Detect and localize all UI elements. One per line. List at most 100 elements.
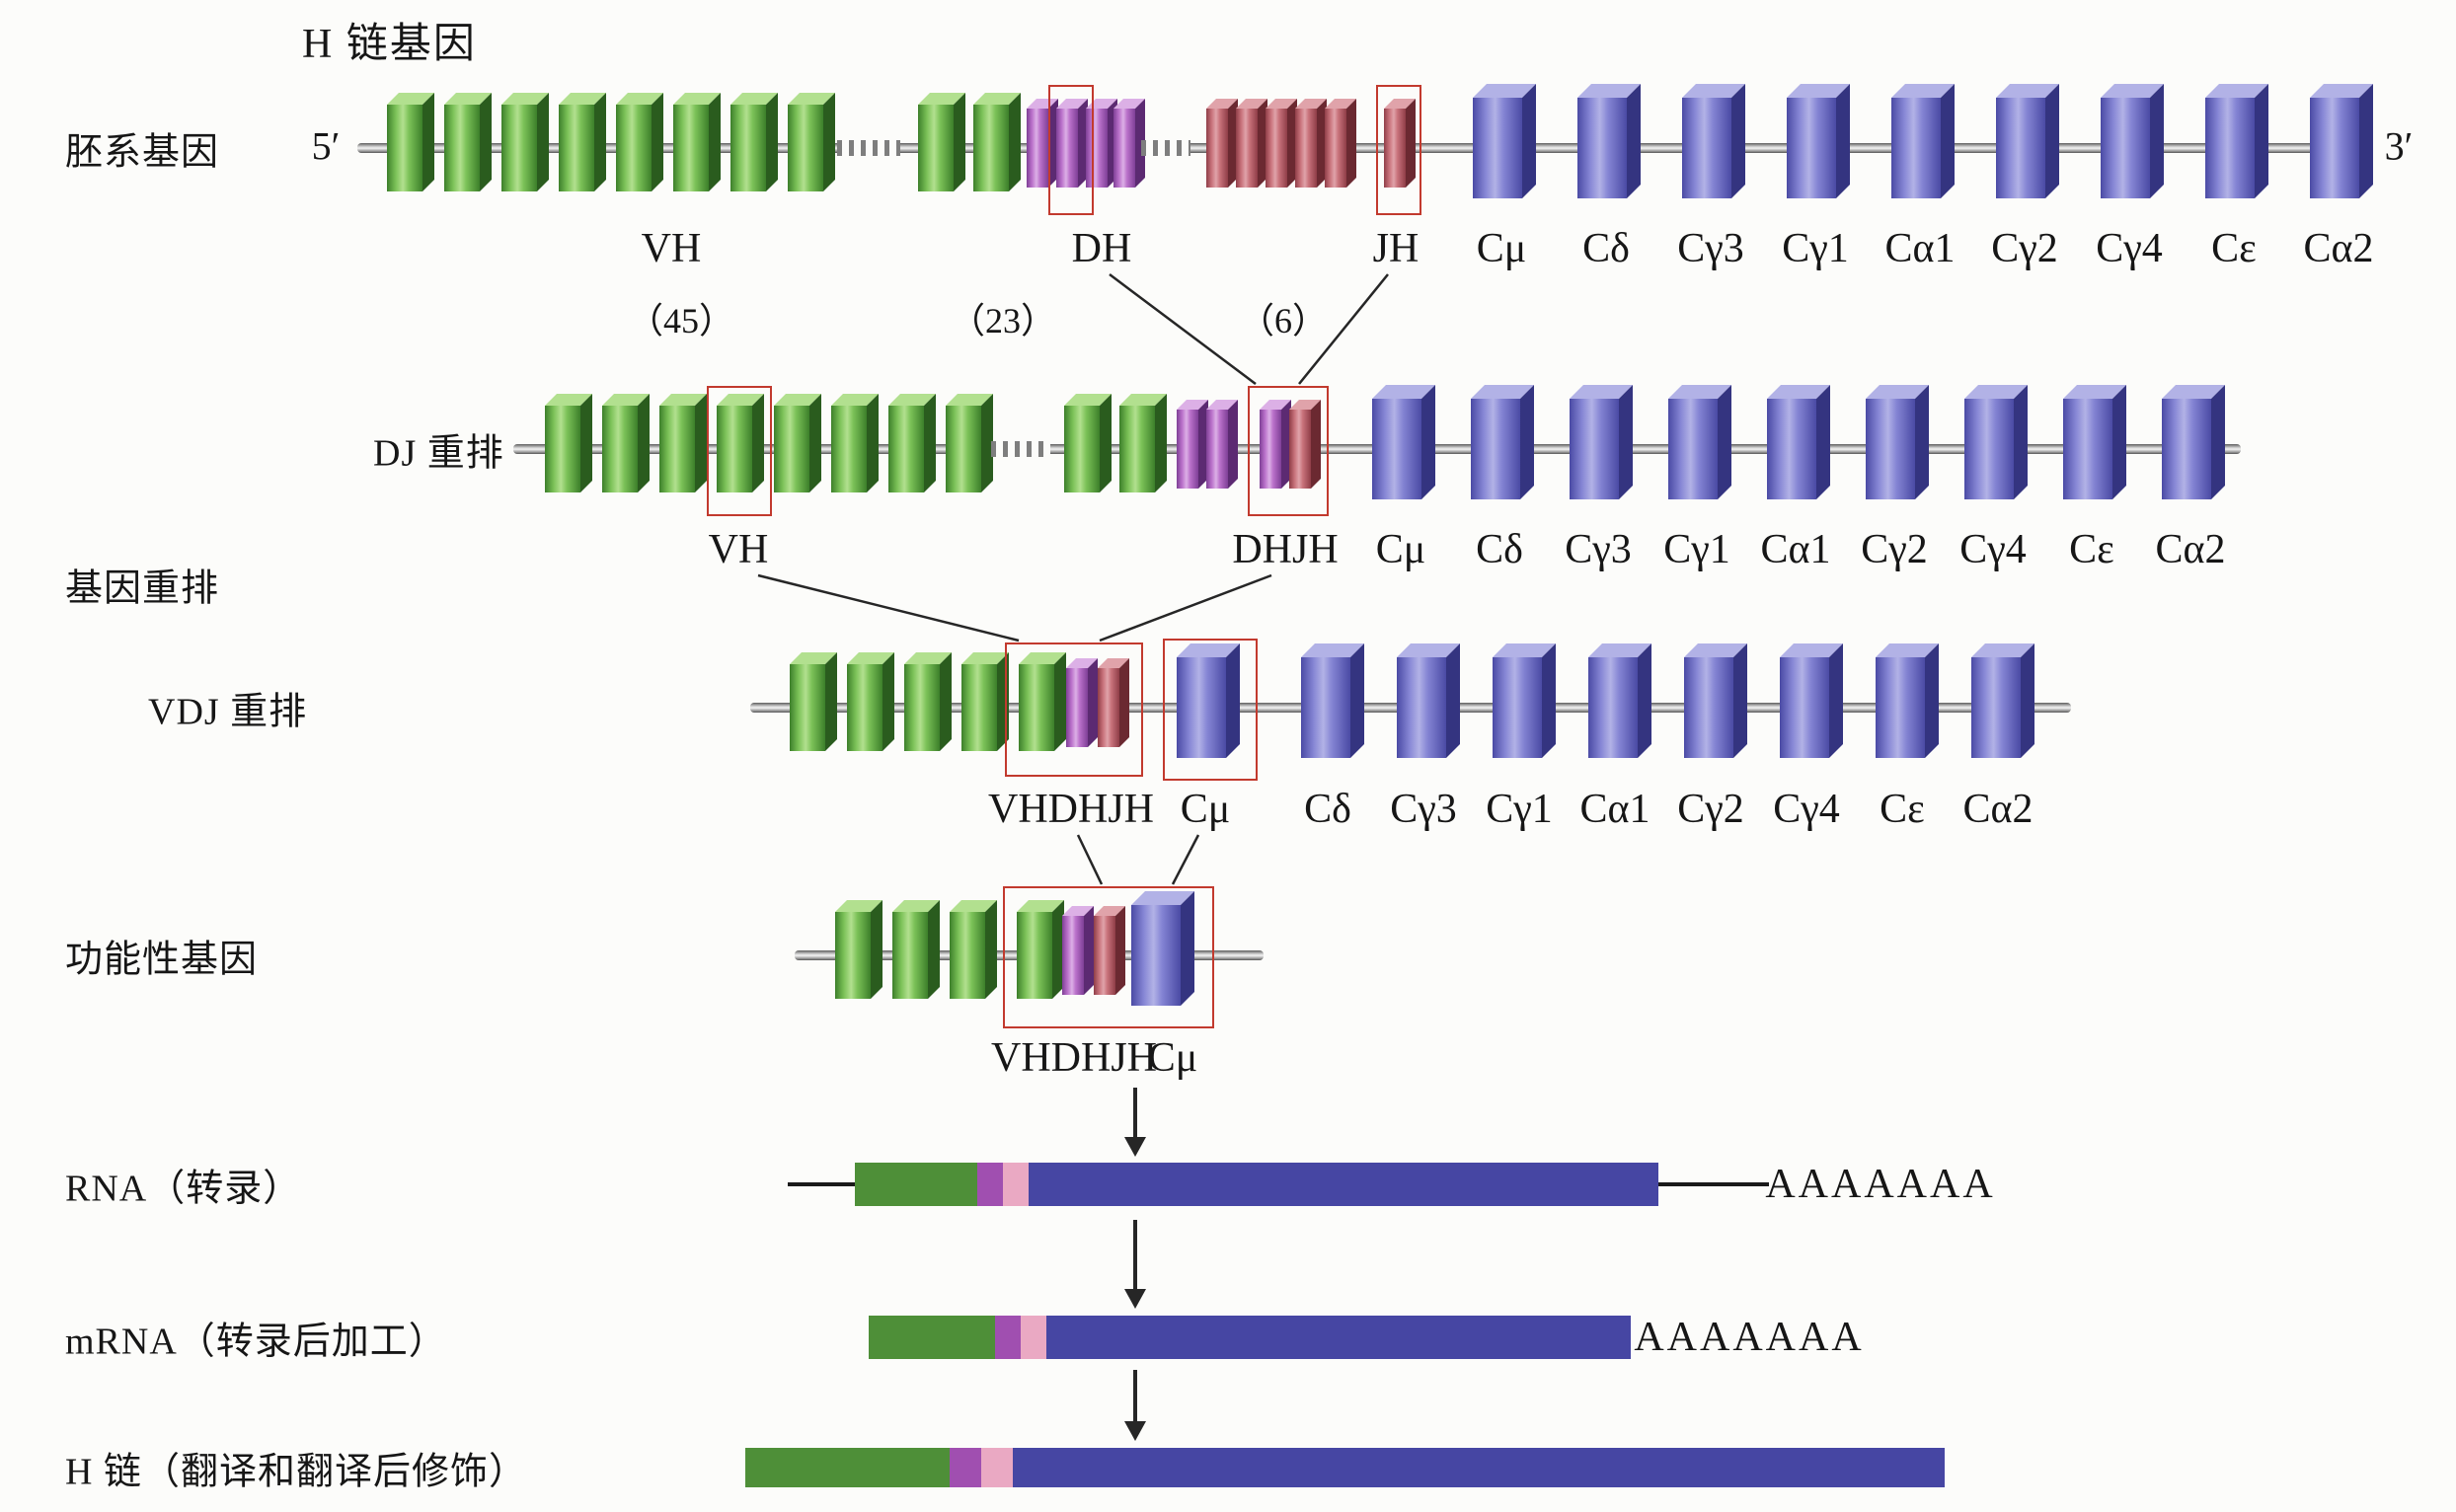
blue-gene-segment [2205, 84, 2268, 198]
segment-side-face [867, 394, 879, 492]
segment-top-face [888, 394, 936, 406]
segment-side-face [652, 93, 663, 191]
segment-front-face [1019, 664, 1054, 751]
segment-side-face [1198, 400, 1208, 489]
segment-label: Cγ3 [1677, 226, 1744, 271]
segment-side-face [1627, 84, 1641, 198]
segment-side-face [1733, 643, 1747, 758]
blue-gene-segment [2101, 84, 2164, 198]
segment-side-face [1009, 93, 1021, 191]
segment-top-face [950, 900, 997, 912]
segment-side-face [1346, 99, 1356, 188]
segment-front-face [501, 105, 537, 191]
segment-front-face [717, 406, 752, 492]
green-gene-segment [602, 394, 650, 492]
rod-break-dashes [1141, 140, 1190, 156]
segment-top-face [1996, 84, 2059, 98]
segment-side-face [766, 93, 778, 191]
bar-segment-purple [977, 1163, 1003, 1206]
segment-side-face [981, 394, 993, 492]
segment-front-face [1301, 657, 1350, 758]
green-gene-segment [545, 394, 592, 492]
segment-count: （23） [949, 301, 1057, 340]
maroon-gene-segment [1384, 99, 1416, 188]
segment-label: Cδ [1476, 527, 1523, 572]
blue-gene-segment [1493, 643, 1556, 758]
maroon-gene-segment [1098, 658, 1129, 747]
segment-front-face [892, 912, 928, 999]
polyA-tail-text: AAAAAAA [1634, 1315, 1865, 1360]
blue-gene-segment [1964, 385, 2028, 499]
row-label-functional-gene: 功能性基因 [65, 939, 259, 981]
segment-top-face [1236, 99, 1267, 109]
segment-top-face [2162, 385, 2225, 399]
segment-side-face [1406, 99, 1416, 188]
segment-top-face [559, 93, 606, 105]
segment-label: Cμ [1476, 226, 1527, 271]
segment-side-face [1836, 84, 1850, 198]
segment-top-face [1787, 84, 1850, 98]
segment-front-face [1236, 109, 1258, 188]
blue-gene-segment [1780, 643, 1843, 758]
bar-segment-green [869, 1316, 995, 1359]
segment-label: DH [1071, 226, 1132, 271]
segment-front-face [1325, 109, 1346, 188]
segment-top-face [973, 93, 1021, 105]
segment-label: Cμ [1147, 1035, 1198, 1081]
segment-side-face [2014, 385, 2028, 499]
bar-segment-blue [1029, 1163, 1658, 1206]
segment-top-face [1767, 385, 1830, 399]
green-gene-segment [892, 900, 940, 999]
purple-gene-segment [1086, 99, 1117, 188]
segment-top-face [545, 394, 592, 406]
green-gene-segment [501, 93, 549, 191]
segment-count: （6） [1238, 301, 1329, 340]
segment-top-face [1301, 643, 1364, 657]
segment-front-face [1131, 905, 1181, 1006]
segment-label: Cγ2 [1991, 226, 2058, 271]
segment-side-face [1542, 643, 1556, 758]
process-arrowhead [1124, 1289, 1146, 1309]
segment-front-face [1682, 98, 1731, 198]
segment-top-face [774, 394, 821, 406]
recombination-highlight-box [1003, 886, 1214, 1028]
segment-top-face [904, 652, 952, 664]
segment-front-face [1471, 399, 1520, 499]
segment-side-face [825, 652, 837, 751]
purple-gene-segment [1177, 400, 1208, 489]
segment-top-face [1682, 84, 1745, 98]
segment-front-face [2205, 98, 2255, 198]
segment-front-face [1668, 399, 1718, 499]
segment-top-face [1260, 400, 1291, 410]
segment-top-face [1206, 99, 1238, 109]
green-gene-segment [774, 394, 821, 492]
blue-gene-segment [1301, 643, 1364, 758]
segment-front-face [1876, 657, 1925, 758]
segment-side-face [2211, 385, 2225, 499]
segment-top-face [1971, 643, 2034, 657]
segment-side-face [2359, 84, 2373, 198]
segment-top-face [1588, 643, 1651, 657]
segment-top-face [835, 900, 883, 912]
segment-top-face [2205, 84, 2268, 98]
segment-front-face [2101, 98, 2150, 198]
segment-side-face [954, 93, 965, 191]
segment-front-face [1577, 98, 1627, 198]
segment-side-face [1054, 652, 1066, 751]
segment-side-face [709, 93, 721, 191]
maroon-gene-segment [1206, 99, 1238, 188]
segment-side-face [1311, 400, 1321, 489]
purple-gene-segment [1062, 906, 1094, 995]
segment-front-face [1684, 657, 1733, 758]
green-gene-segment [790, 652, 837, 751]
segment-side-face [985, 900, 997, 999]
segment-front-face [559, 105, 594, 191]
segment-front-face [1206, 410, 1228, 489]
segment-top-face [1493, 643, 1556, 657]
segment-front-face [1177, 657, 1226, 758]
green-gene-segment [717, 394, 764, 492]
segment-top-face [1119, 394, 1167, 406]
segment-top-face [616, 93, 663, 105]
segment-top-face [717, 394, 764, 406]
segment-front-face [1397, 657, 1446, 758]
